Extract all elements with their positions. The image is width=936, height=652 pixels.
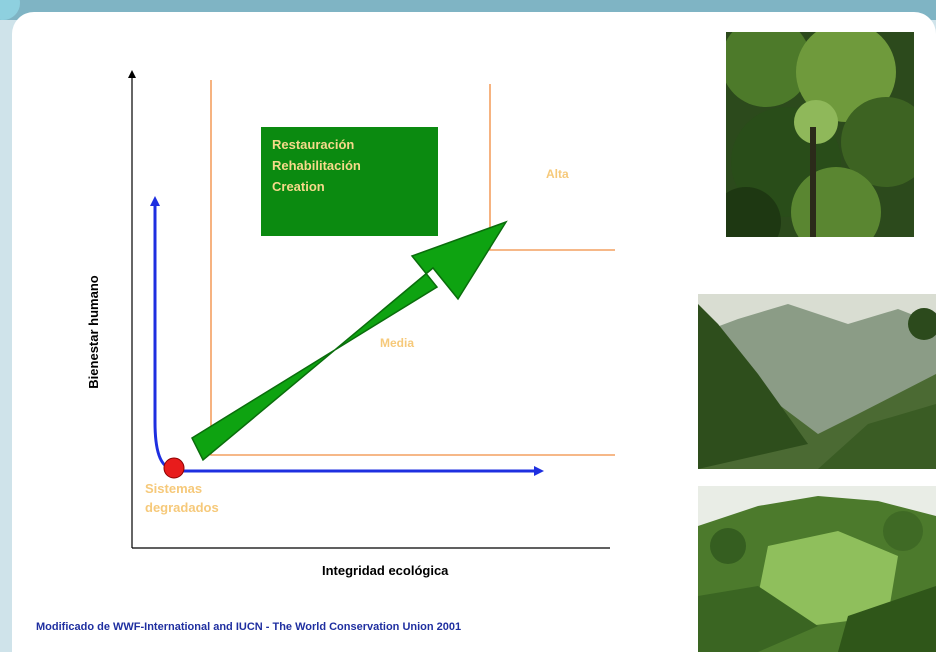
progress-arrow <box>191 220 508 462</box>
regenerating-hillside-photo <box>698 486 936 652</box>
action-creation: Creation <box>272 179 325 194</box>
degraded-start-point <box>163 457 185 479</box>
action-box <box>261 127 438 236</box>
forested-mountains-photo <box>698 294 936 469</box>
y-axis-label: Bienestar humano <box>86 275 101 388</box>
start-label-line1: Sistemas <box>145 481 202 496</box>
slide-panel: Restauración Rehabilitación Creation Alt… <box>12 12 936 652</box>
restoration-diagram: Restauración Rehabilitación Creation Alt… <box>86 70 615 578</box>
recovery-arrow-vertical <box>150 196 171 470</box>
rainforest-canopy-photo <box>726 32 914 237</box>
media-zone-boundary <box>210 80 615 456</box>
zone-label-alta: Alta <box>546 167 569 181</box>
x-axis-label: Integridad ecológica <box>322 563 449 578</box>
action-rehabilitacion: Rehabilitación <box>272 158 361 173</box>
zone-boundaries <box>210 80 615 456</box>
start-label-line2: degradados <box>145 500 219 515</box>
slide-corner-badge <box>0 0 20 20</box>
alta-zone-boundary <box>489 84 615 251</box>
action-restauracion: Restauración <box>272 137 354 152</box>
source-note: Modificado de WWF-International and IUCN… <box>36 621 462 633</box>
zone-label-media: Media <box>380 336 414 350</box>
